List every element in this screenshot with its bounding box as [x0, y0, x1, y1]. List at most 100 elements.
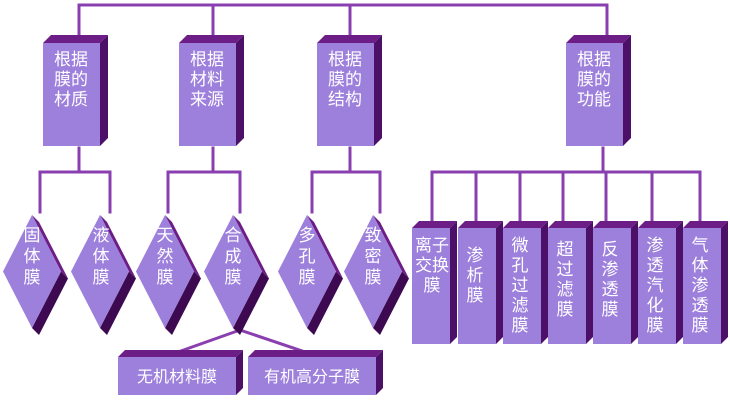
box-front-face [593, 228, 631, 344]
diamond-bottom-edge [100, 271, 136, 335]
box-top-face [548, 221, 593, 228]
dialysis-membrane-box [458, 221, 503, 344]
box-top-face [458, 221, 503, 228]
box-top-face [179, 35, 244, 43]
box-front-face [248, 357, 376, 395]
box-top-face [566, 35, 631, 43]
ion-exchange-membrane-box [412, 221, 457, 344]
box-top-face [683, 221, 728, 228]
category-material-box [43, 35, 108, 146]
connector-line [176, 328, 242, 354]
box-side-face [541, 221, 548, 344]
box-side-face [496, 221, 503, 344]
diamond-bottom-edge [373, 271, 409, 335]
connector-lines [38, 3, 702, 354]
porous-membrane-label: 多 孔 膜 [298, 226, 316, 288]
category-source-box [179, 35, 244, 146]
pervaporation-membrane-label: 渗 透 汽 化 膜 [646, 236, 664, 336]
diamond-top-edge [307, 215, 343, 279]
dialysis-membrane-label: 渗 析 膜 [466, 246, 484, 306]
gas-permeation-membrane-label: 气 体 渗 透 膜 [691, 236, 709, 336]
box-top-face [118, 350, 243, 357]
diamond-top-edge [373, 215, 409, 279]
box-front-face [638, 228, 676, 344]
connector-line [238, 328, 307, 354]
synthetic-membrane-label: 合 成 膜 [224, 226, 242, 288]
diamond-front-face [204, 215, 262, 328]
diamond-bottom-edge [32, 271, 68, 335]
liquid-membrane-diamond [71, 215, 136, 335]
organic-polymer-membrane-label: 有机高分子膜 [263, 367, 360, 386]
box-front-face [458, 228, 496, 344]
ion-exchange-membrane-label: 离子 交换 膜 [415, 236, 449, 296]
liquid-membrane-label: 液 体 膜 [92, 226, 110, 288]
synthetic-membrane-diamond [204, 215, 269, 335]
ultrafiltration-membrane-box [548, 221, 593, 344]
box-side-face [236, 35, 244, 146]
dense-membrane-diamond [344, 215, 409, 335]
box-top-face [412, 221, 457, 228]
node-shapes [3, 35, 728, 395]
box-side-face [450, 221, 457, 344]
box-front-face [548, 228, 586, 344]
ultrafiltration-membrane-label: 超 过 滤 膜 [556, 240, 574, 320]
inorganic-membrane-label: 无机材料膜 [136, 367, 217, 386]
diamond-bottom-edge [165, 271, 201, 335]
microfiltration-membrane-label: 微 孔 过 滤 膜 [511, 236, 529, 336]
box-side-face [676, 221, 683, 344]
pervaporation-membrane-box [638, 221, 683, 344]
box-side-face [586, 221, 593, 344]
box-front-face [43, 43, 100, 146]
box-front-face [317, 43, 374, 146]
diamond-front-face [278, 215, 336, 328]
box-front-face [683, 228, 721, 344]
category-material-label: 根据 膜的 材质 [54, 50, 88, 110]
natural-membrane-label: 天 然 膜 [156, 226, 174, 288]
diamond-top-edge [100, 215, 136, 279]
box-side-face [721, 221, 728, 344]
diamond-front-face [136, 215, 194, 328]
box-front-face [503, 228, 541, 344]
diamond-top-edge [165, 215, 201, 279]
box-front-face [179, 43, 236, 146]
diamond-front-face [71, 215, 129, 328]
diamond-top-edge [32, 215, 68, 279]
natural-membrane-diamond [136, 215, 201, 335]
inorganic-membrane-box [118, 350, 243, 395]
reverse-osmosis-membrane-box [593, 221, 638, 344]
diamond-bottom-edge [307, 271, 343, 335]
box-front-face [118, 357, 236, 395]
diamond-front-face [344, 215, 402, 328]
box-side-face [100, 35, 108, 146]
dense-membrane-label: 致 密 膜 [364, 226, 382, 288]
box-top-face [43, 35, 108, 43]
diamond-bottom-edge [233, 271, 269, 335]
diamond-top-edge [233, 215, 269, 279]
category-structure-box [317, 35, 382, 146]
category-function-label: 根据 膜的 功能 [577, 50, 611, 110]
box-top-face [503, 221, 548, 228]
box-side-face [374, 35, 382, 146]
gas-permeation-membrane-box [683, 221, 728, 344]
solid-membrane-label: 固 体 膜 [23, 226, 41, 288]
microfiltration-membrane-box [503, 221, 548, 344]
organic-polymer-membrane-box [248, 350, 383, 395]
box-top-face [638, 221, 683, 228]
box-side-face [236, 350, 243, 395]
box-side-face [623, 35, 631, 146]
box-front-face [412, 228, 450, 344]
diamond-front-face [3, 215, 61, 328]
box-side-face [631, 221, 638, 344]
solid-membrane-diamond [3, 215, 68, 335]
box-top-face [593, 221, 638, 228]
porous-membrane-diamond [278, 215, 343, 335]
box-side-face [376, 350, 383, 395]
category-structure-label: 根据 膜的 结构 [328, 50, 362, 110]
category-function-box [566, 35, 631, 146]
reverse-osmosis-membrane-label: 反 渗 透 膜 [601, 240, 619, 320]
box-top-face [248, 350, 383, 357]
box-front-face [566, 43, 623, 146]
category-source-label: 根据 材料 来源 [190, 50, 224, 110]
